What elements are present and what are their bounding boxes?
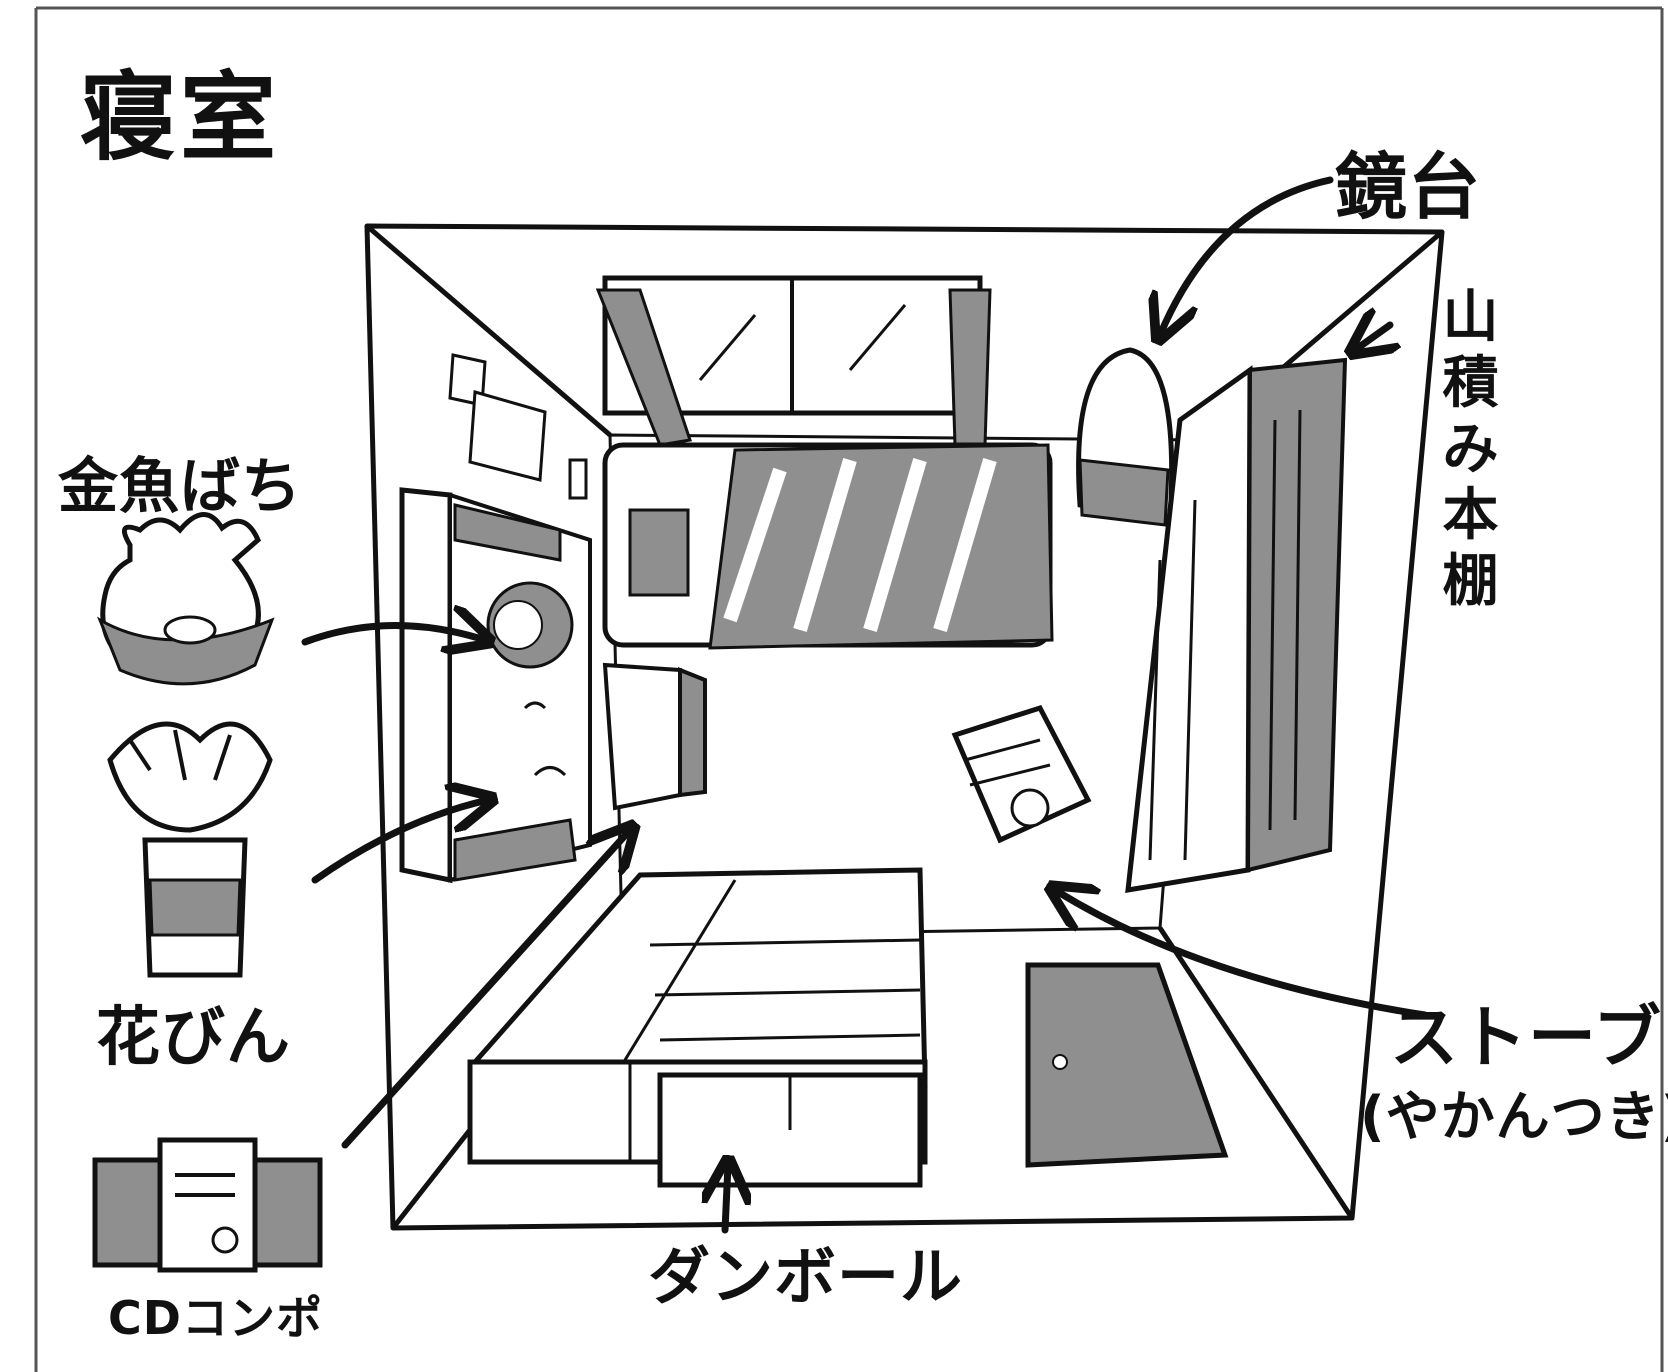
label-cardboard: ダンボール (648, 1240, 964, 1313)
small-cabinet (602, 662, 707, 811)
label-stove: ストーブ (1390, 999, 1662, 1078)
vase-icon (107, 721, 273, 978)
room-title: 寝室 (80, 62, 280, 174)
pointer-arrows (301, 176, 1429, 1234)
stove (951, 704, 1092, 844)
label-bookshelf: 山積み本棚 (1442, 285, 1500, 615)
label-cd-player: CDコンポ (108, 1291, 323, 1345)
door (1025, 962, 1229, 1168)
chest-of-drawers (467, 867, 928, 1188)
mirror-stand (1076, 347, 1175, 527)
left-cabinet (399, 487, 592, 884)
window (595, 275, 992, 447)
label-vase: 花びん (96, 1001, 291, 1075)
fishbowl-icon (97, 512, 275, 686)
label-stove-note: (やかんつき) (1360, 1085, 1668, 1148)
wall-posters (448, 353, 588, 500)
cd-player-icon (92, 1137, 323, 1273)
label-fishbowl: 金魚ばち (58, 452, 302, 522)
bed (602, 442, 1054, 650)
bookshelf (1125, 357, 1348, 894)
panel-border (34, 6, 1664, 1372)
label-mirror-stand: 鏡台 (1335, 145, 1482, 229)
